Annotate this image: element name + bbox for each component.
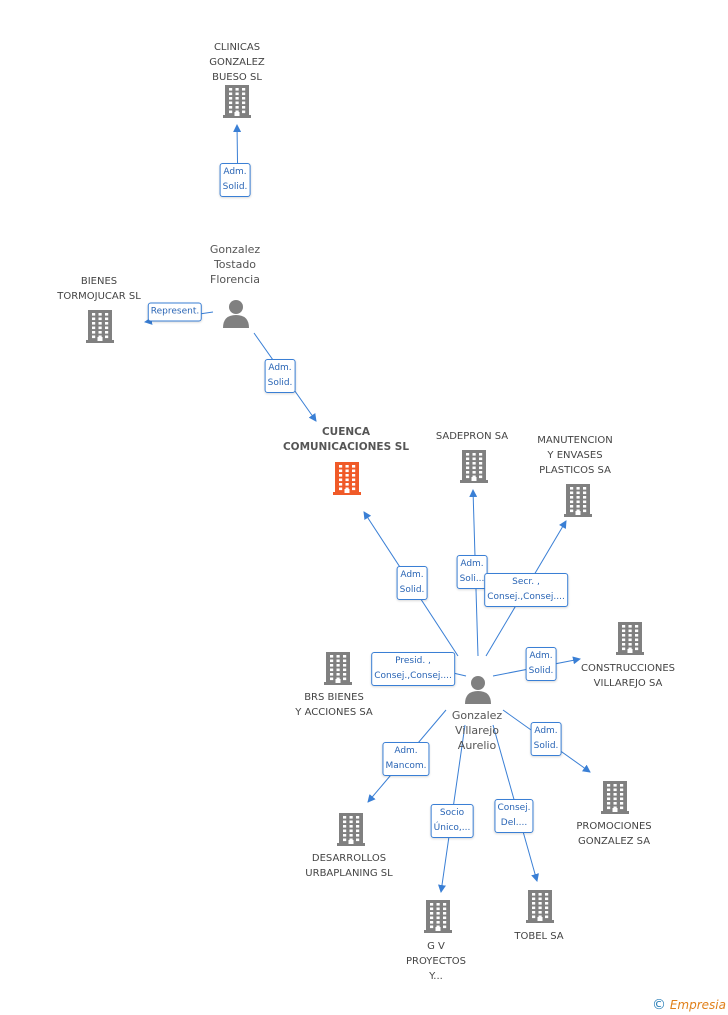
relation-box-line: Adm. <box>534 726 558 736</box>
relation-box-line: Único,... <box>433 823 471 833</box>
relation-box-line: Adm. <box>394 746 418 756</box>
company-label-line: CONSTRUCCIONES <box>581 663 675 674</box>
building-icon[interactable] <box>222 84 252 122</box>
company-label-line: URBAPLANING SL <box>305 868 393 879</box>
company-label-line: PROMOCIONES <box>576 821 652 832</box>
relation-box-r6[interactable]: Secr. , Consej.,Consej.... <box>484 573 568 607</box>
relation-box-r10[interactable]: Adm. Solid. <box>530 722 562 756</box>
relation-box-line: Adm. <box>460 559 484 569</box>
company-label-line: Y ENVASES <box>547 450 603 461</box>
company-label-line: BUESO SL <box>212 72 262 83</box>
relation-box-r4[interactable]: Adm. Solid. <box>396 566 428 600</box>
relation-box-line: Solid. <box>528 666 554 676</box>
relation-box-line: Del.... <box>500 818 528 828</box>
person-icon[interactable] <box>221 298 251 332</box>
relation-box-r9[interactable]: Adm. Mancom. <box>382 742 430 776</box>
person-label-line: Tostado <box>213 258 257 271</box>
person-label-line: Florencia <box>210 273 260 286</box>
relation-box-r8[interactable]: Adm. Solid. <box>525 647 557 681</box>
building-icon[interactable] <box>615 621 645 659</box>
company-label-gv[interactable]: G V PROYECTOS Y... <box>406 939 466 984</box>
copyright-symbol: © <box>652 997 667 1013</box>
company-label-tobel[interactable]: TOBEL SA <box>514 929 563 944</box>
relation-box-line: Adm. <box>223 167 247 177</box>
person-label-line: Villarejo <box>454 724 500 737</box>
footer-brand: © Empresia <box>652 997 726 1013</box>
company-label-bienes[interactable]: BIENES TORMOJUCAR SL <box>57 274 141 304</box>
building-icon[interactable] <box>525 889 555 927</box>
building-icon[interactable] <box>336 812 366 850</box>
relation-box-line: Secr. , <box>512 577 540 587</box>
company-label-brs[interactable]: BRS BIENES Y ACCIONES SA <box>295 690 372 720</box>
company-label-line: GONZALEZ <box>209 57 265 68</box>
building-icon[interactable] <box>563 483 593 521</box>
company-label-sadepron[interactable]: SADEPRON SA <box>436 429 508 444</box>
relation-box-line: Solid. <box>399 585 425 595</box>
company-label-line: GONZALEZ SA <box>577 836 651 847</box>
relation-box-r12[interactable]: Consej. Del.... <box>494 799 534 833</box>
company-label-line: DESARROLLOS <box>311 853 387 864</box>
company-label-line: CUENCA <box>321 426 371 438</box>
company-label-line: PROYECTOS <box>405 956 467 967</box>
company-label-cuenca[interactable]: CUENCA COMUNICACIONES SL <box>283 425 409 455</box>
relation-box-line: Consej.,Consej.... <box>374 671 452 681</box>
person-label-line: Gonzalez <box>451 709 503 722</box>
relation-box-line: Adm. <box>529 651 553 661</box>
building-icon[interactable] <box>600 780 630 818</box>
company-label-line: BRS BIENES <box>304 692 364 703</box>
company-label-clinicas[interactable]: CLINICAS GONZALEZ BUESO SL <box>209 40 265 85</box>
relation-box-r3[interactable]: Adm. Solid. <box>264 359 296 393</box>
relation-box-line: Mancom. <box>385 761 427 771</box>
building-icon[interactable] <box>423 899 453 937</box>
person-label-line: Gonzalez <box>209 243 261 256</box>
brand-name: Empresia <box>669 998 726 1012</box>
company-label-line: TOBEL SA <box>514 931 564 942</box>
relation-box-r7[interactable]: Presid. , Consej.,Consej.... <box>371 652 455 686</box>
building-icon[interactable] <box>332 461 362 499</box>
building-icon[interactable] <box>459 449 489 487</box>
company-label-line: MANUTENCION <box>537 435 613 446</box>
company-label-promociones[interactable]: PROMOCIONES GONZALEZ SA <box>576 819 651 849</box>
relation-box-line: Consej.,Consej.... <box>487 592 565 602</box>
relation-box-line: Solid. <box>533 741 559 751</box>
building-icon[interactable] <box>85 309 115 347</box>
company-label-line: Y ACCIONES SA <box>295 707 373 718</box>
relation-box-line: Soli... <box>459 574 485 584</box>
company-label-line: TORMOJUCAR SL <box>57 291 141 302</box>
relation-box-line: Adm. <box>400 570 424 580</box>
relation-box-line: Solid. <box>222 182 248 192</box>
person-icon[interactable] <box>463 674 493 708</box>
relation-box-line: Represent. <box>150 306 200 317</box>
relation-box-line: Adm. <box>268 363 292 373</box>
company-label-line: G V <box>427 941 445 952</box>
company-label-line: SADEPRON SA <box>435 431 509 442</box>
company-label-line: PLASTICOS SA <box>539 465 611 476</box>
company-label-line: BIENES <box>80 276 118 287</box>
company-label-line: Y... <box>429 971 443 982</box>
company-label-desarrollos[interactable]: DESARROLLOS URBAPLANING SL <box>305 851 392 881</box>
company-label-construcciones[interactable]: CONSTRUCCIONES VILLAREJO SA <box>581 661 675 691</box>
relation-box-r1[interactable]: Adm. Solid. <box>219 163 251 197</box>
company-label-line: VILLAREJO SA <box>593 678 663 689</box>
relation-box-r5[interactable]: Adm. Soli... <box>456 555 488 589</box>
relation-box-line: Solid. <box>267 378 293 388</box>
relation-box-line: Presid. , <box>395 656 431 666</box>
relation-box-r2[interactable]: Represent. <box>147 302 203 322</box>
company-label-line: CLINICAS <box>213 42 261 53</box>
company-label-manutencion[interactable]: MANUTENCION Y ENVASES PLASTICOS SA <box>537 433 612 478</box>
company-label-line: COMUNICACIONES SL <box>282 441 410 453</box>
relation-box-line: Consej. <box>497 803 531 813</box>
building-icon[interactable] <box>323 651 353 689</box>
person-label-line: Aurelio <box>457 739 497 752</box>
relation-box-line: Socio <box>439 808 465 818</box>
